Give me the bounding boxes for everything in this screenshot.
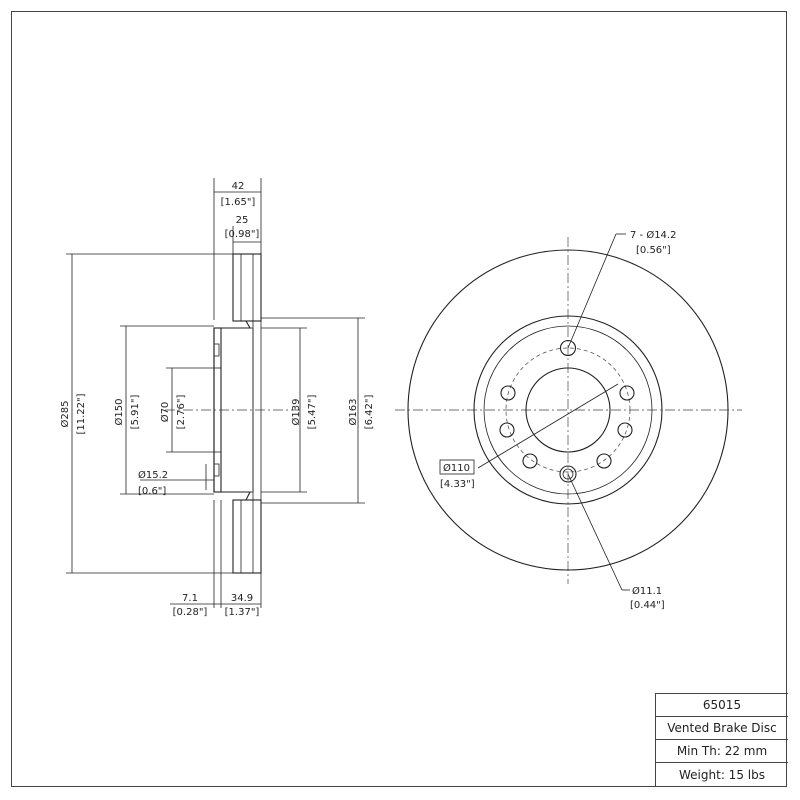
dim-139-in: [5.47"] [307, 395, 318, 430]
dim-25: 25 [236, 215, 249, 226]
dim-34-9: 34.9 [231, 593, 253, 604]
dim-163-in: [6.42"] [364, 395, 375, 430]
dim-285-in: [11.22"] [76, 393, 87, 434]
bolt-hole [596, 453, 612, 469]
hat-outer-edge [473, 315, 663, 505]
lower-friction-ring [232, 499, 262, 574]
dim-34-9-in: [1.37"] [225, 607, 260, 618]
dim-42-in: [1.65"] [221, 197, 256, 208]
upper-friction-ring [232, 253, 262, 322]
dim-150-in: [5.91"] [130, 395, 141, 430]
bolt-holes-label: 7 - Ø14.2 [630, 229, 676, 241]
bolt-circle [505, 347, 631, 473]
bolt-circle-label-box [439, 459, 475, 475]
bolt-hole [499, 422, 515, 438]
small-hole-label: Ø11.1 [632, 585, 662, 597]
weight: Weight: 15 lbs [679, 767, 765, 782]
part-number: 65015 [656, 694, 788, 717]
side-section-view: 42 [1.65"] 25 [0.98"] Ø285 [11.22"] Ø150… [59, 178, 375, 618]
dim-7-1: 7.1 [182, 593, 198, 604]
center-bore-section [213, 367, 222, 453]
center-bore [525, 367, 611, 453]
dim-7-1-in: [0.28"] [173, 607, 208, 618]
small-hole-label-in: [0.44"] [630, 600, 665, 611]
dim-42: 42 [232, 181, 245, 192]
bolt-hole [559, 339, 577, 357]
min-thickness: Min Th: 22 mm [656, 740, 788, 763]
drawing-frame [11, 11, 787, 787]
locating-hole [559, 465, 577, 483]
dim-70-in: [2.76"] [176, 395, 187, 430]
bolt-hole [500, 385, 516, 401]
bolt-holes-label-in: [0.56"] [636, 245, 671, 256]
dim-163: Ø163 [347, 399, 359, 426]
bolt-circle-label: Ø110 [443, 462, 470, 474]
title-block: 65015 Vented Brake Disc Min Th: 22 mm We… [655, 693, 788, 786]
bolt-hole [522, 453, 538, 469]
dim-139: Ø139 [290, 399, 302, 426]
hat-inner-edge [483, 325, 653, 495]
dim-285: Ø285 [59, 401, 71, 428]
dim-25-in: [0.98"] [225, 229, 260, 240]
bolt-circle-label-in: [4.33"] [440, 479, 475, 490]
part-description: Vented Brake Disc [656, 717, 788, 740]
dim-150: Ø150 [113, 399, 125, 426]
dim-15-2-in: [0.6"] [138, 486, 166, 497]
rotor-outer-edge [407, 249, 729, 571]
dim-70: Ø70 [159, 402, 171, 423]
bolt-hole [619, 385, 635, 401]
dim-15-2: Ø15.2 [138, 469, 168, 481]
bolt-hole [617, 422, 633, 438]
front-view: 7 - Ø14.2 [0.56"] Ø110 [4.33"] Ø11.1 [0.… [395, 229, 742, 611]
